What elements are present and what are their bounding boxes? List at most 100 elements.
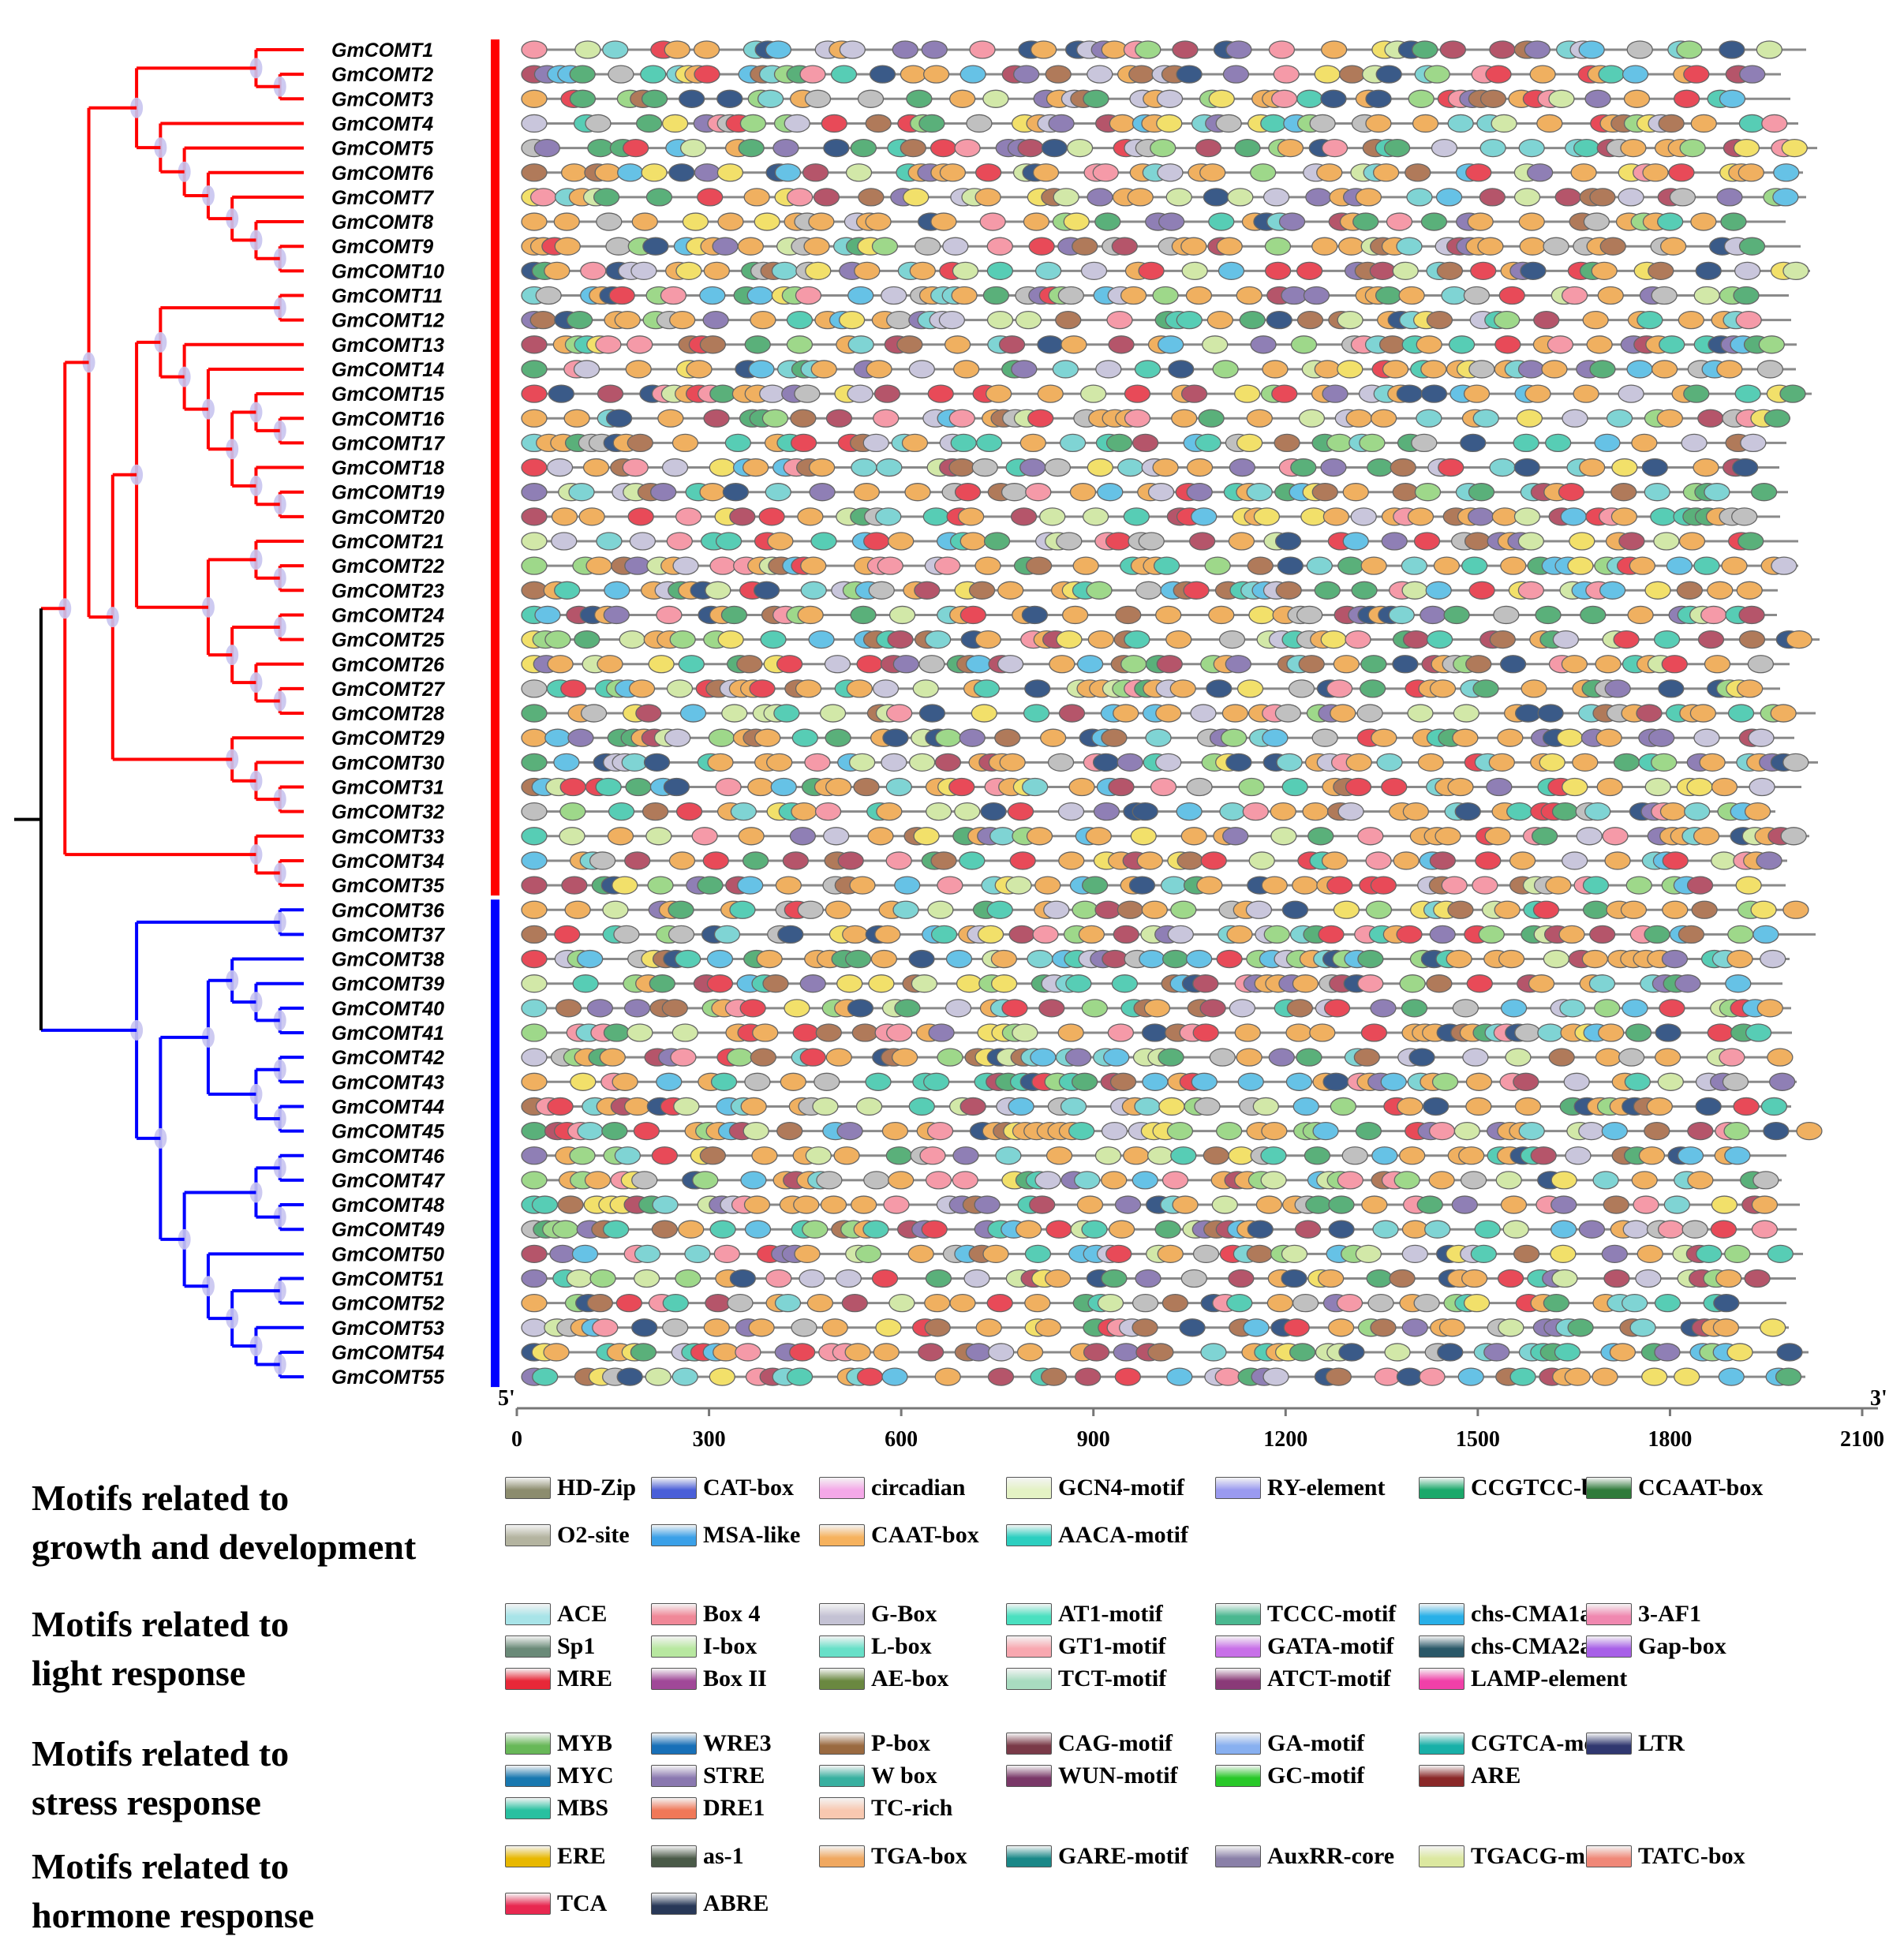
motif-mark — [1579, 458, 1606, 477]
motif-mark — [887, 630, 914, 649]
motif-mark — [1454, 802, 1481, 821]
motif-mark — [521, 851, 548, 870]
motif-mark — [994, 728, 1021, 747]
legend-swatch — [505, 1765, 551, 1787]
motif-mark — [635, 114, 663, 133]
motif-mark — [918, 704, 946, 723]
motif-mark — [597, 655, 623, 674]
motif-mark — [1491, 114, 1517, 133]
motif-mark — [752, 1023, 779, 1042]
motif-mark — [782, 851, 810, 870]
gene-label: GmCOMT2 — [331, 64, 433, 86]
motif-mark — [1733, 1097, 1760, 1116]
legend-label: O2-site — [557, 1522, 630, 1548]
motif-mark — [521, 458, 548, 477]
motif-mark — [865, 114, 892, 133]
motif-mark — [1101, 1171, 1128, 1190]
motif-mark — [699, 1146, 727, 1165]
legend-label: ERE — [557, 1843, 606, 1869]
motif-mark — [774, 1294, 802, 1313]
motif-mark — [770, 777, 797, 797]
legend-swatch — [819, 1733, 865, 1755]
legend-label: GC-motif — [1267, 1762, 1365, 1789]
motif-mark — [1058, 851, 1085, 870]
motif-mark — [1365, 89, 1392, 108]
motif-mark — [521, 40, 548, 59]
legend-label: GARE-motif — [1058, 1843, 1188, 1869]
motif-mark — [1654, 1048, 1681, 1067]
motif-mark — [614, 1146, 642, 1165]
motif-mark — [1551, 1220, 1577, 1239]
motif-mark — [1166, 1367, 1193, 1386]
motif-mark — [1718, 1367, 1745, 1386]
motif-mark — [982, 1244, 1009, 1263]
motif-mark — [577, 1121, 604, 1141]
motif-mark — [1573, 138, 1600, 158]
motif-mark — [1276, 753, 1303, 772]
motif-mark — [1420, 212, 1448, 231]
motif-mark — [1045, 65, 1072, 84]
motif-mark — [1087, 630, 1114, 649]
motif-mark — [595, 777, 622, 797]
motif-mark — [1567, 1318, 1594, 1337]
motif-mark — [1226, 925, 1253, 944]
legend-item: G-Box — [819, 1600, 937, 1628]
motif-mark — [1242, 802, 1269, 821]
motif-mark — [1438, 1318, 1466, 1337]
legend-label: WUN-motif — [1058, 1762, 1178, 1789]
legend-label: L-box — [871, 1633, 932, 1659]
motif-mark — [853, 777, 880, 797]
legend-swatch — [651, 1797, 697, 1819]
motif-mark — [761, 409, 789, 428]
promoter-track — [521, 728, 1794, 747]
motif-mark — [633, 1269, 660, 1288]
motif-mark — [1194, 1097, 1221, 1116]
motif-mark — [1658, 114, 1685, 133]
motif-mark — [1622, 65, 1649, 84]
legend-swatch — [651, 1524, 697, 1546]
motif-mark — [1610, 483, 1637, 502]
motif-mark — [616, 1367, 643, 1386]
motif-mark — [986, 1294, 1013, 1313]
motif-mark — [668, 163, 695, 182]
motif-mark — [521, 999, 548, 1018]
motif-mark — [1697, 409, 1724, 428]
motif-mark — [624, 851, 651, 870]
motif-mark — [664, 728, 691, 747]
gene-label: GmCOMT29 — [331, 727, 444, 749]
gene-label: GmCOMT24 — [331, 604, 444, 626]
motif-mark — [709, 384, 736, 403]
motif-mark — [559, 802, 586, 821]
motif-mark — [971, 704, 997, 723]
motif-mark — [1215, 114, 1242, 133]
motif-mark — [1713, 1294, 1740, 1313]
motif-mark — [1080, 261, 1108, 281]
motif-mark — [1353, 1048, 1380, 1067]
motif-mark — [771, 261, 799, 281]
motif-mark — [1406, 188, 1433, 207]
legend-item: chs-CMA2a — [1419, 1632, 1592, 1661]
motif-mark — [597, 384, 624, 403]
motif-mark — [912, 679, 939, 698]
motif-mark — [1333, 655, 1360, 674]
motif-mark — [1165, 188, 1192, 207]
motif-mark — [754, 212, 780, 231]
motif-mark — [1775, 1367, 1802, 1386]
motif-mark — [1773, 163, 1800, 182]
motif-mark — [951, 286, 978, 305]
motif-mark — [777, 925, 804, 944]
gene-label: GmCOMT21 — [331, 531, 444, 553]
motif-mark — [871, 1269, 899, 1288]
legend-item: TCA — [505, 1890, 607, 1918]
motif-mark — [521, 507, 548, 526]
legend-swatch — [1215, 1477, 1261, 1499]
promoter-track — [521, 1244, 1803, 1263]
legend-item: TCCC-motif — [1215, 1600, 1396, 1628]
motif-mark — [1539, 753, 1565, 772]
motif-mark — [1024, 1294, 1051, 1313]
promoter-track — [521, 1343, 1809, 1362]
gene-label: GmCOMT19 — [331, 482, 444, 504]
motif-mark — [1357, 974, 1384, 993]
motif-mark — [867, 827, 894, 846]
motif-mark — [1662, 900, 1689, 919]
